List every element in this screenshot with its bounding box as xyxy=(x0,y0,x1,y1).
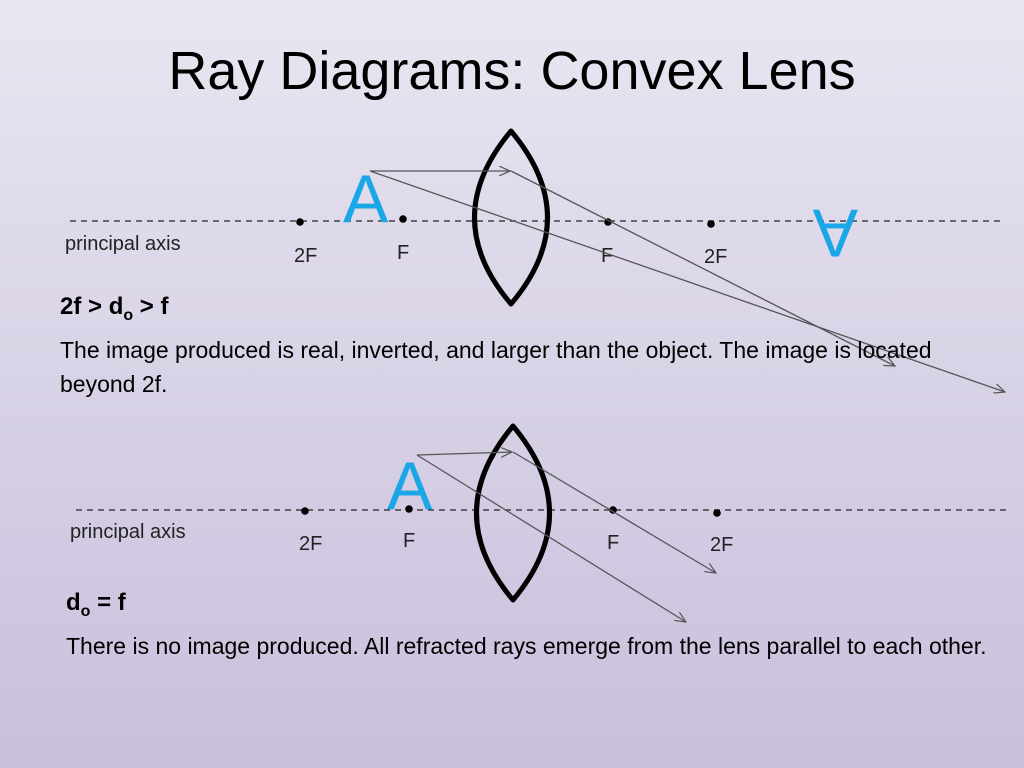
label-2f-left: 2F xyxy=(294,245,317,267)
inverted-image-letter: A xyxy=(812,195,858,271)
focal-point-f-right xyxy=(609,506,617,514)
heading-subscript: o xyxy=(123,306,134,324)
principal-axis-label: principal axis xyxy=(65,233,181,255)
ray-through-center xyxy=(369,170,1005,392)
focal-point-2f-right xyxy=(713,509,721,517)
object-letter: A xyxy=(387,448,433,524)
ray-parallel-refracted xyxy=(510,170,895,366)
ray-through-center xyxy=(416,454,686,622)
caption-body: The image produced is real, inverted, an… xyxy=(60,336,932,397)
focal-point-2f-right xyxy=(707,220,715,228)
focal-point-2f-left xyxy=(296,218,304,226)
caption-heading: do = f xyxy=(66,586,1006,629)
label-2f-left: 2F xyxy=(299,533,322,555)
heading-text: d xyxy=(66,589,81,616)
label-f-left: F xyxy=(397,242,409,264)
ray-parallel-incident xyxy=(416,452,512,455)
caption-heading: 2f > do > f xyxy=(60,290,980,333)
heading-text-end: = f xyxy=(90,589,126,616)
caption-bottom: do = f There is no image produced. All r… xyxy=(66,586,1006,663)
label-f-right: F xyxy=(607,532,619,554)
convex-lens xyxy=(474,423,552,603)
principal-axis-label: principal axis xyxy=(70,521,186,543)
focal-point-f-left xyxy=(399,215,407,223)
ray-parallel-refracted xyxy=(512,451,716,573)
heading-subscript: o xyxy=(80,602,91,620)
label-f-right: F xyxy=(601,245,613,267)
focal-point-f-left xyxy=(405,505,413,513)
heading-text-end: > f xyxy=(133,293,169,320)
focal-point-f-right xyxy=(604,218,612,226)
object-letter: A xyxy=(343,161,389,237)
focal-point-2f-left xyxy=(301,507,309,515)
label-2f-right: 2F xyxy=(710,534,733,556)
top-diagram: principal axis 2F F F 2F A A xyxy=(65,128,1005,392)
label-2f-right: 2F xyxy=(704,246,727,268)
caption-top: 2f > do > f The image produced is real, … xyxy=(60,290,980,401)
bottom-diagram: principal axis 2F F F 2F A xyxy=(70,423,1008,622)
slide-title: Ray Diagrams: Convex Lens xyxy=(168,41,856,101)
label-f-left: F xyxy=(403,530,415,552)
caption-body: There is no image produced. All refracte… xyxy=(66,632,987,659)
heading-text: 2f > d xyxy=(60,293,124,320)
convex-lens xyxy=(472,128,550,307)
